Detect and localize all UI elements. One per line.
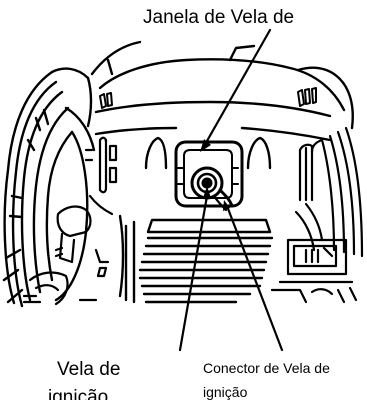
left-housing xyxy=(2,67,96,308)
leader-lines xyxy=(178,28,284,352)
left-fins xyxy=(84,136,118,216)
upper-vents xyxy=(99,87,317,109)
leader-arrowheads xyxy=(200,139,230,211)
label-spark-plug-line1: Vela de xyxy=(57,359,121,380)
label-spark-plug-line2: ignição xyxy=(48,387,109,400)
label-spark-plug-connector-line1: Conector de Vela de xyxy=(203,360,330,376)
lower-left-parts xyxy=(22,205,110,306)
arrowhead-connector xyxy=(223,200,230,211)
leader-line-window xyxy=(205,28,272,143)
label-spark-plug-connector-line2: ignição xyxy=(203,384,248,400)
right-fins xyxy=(294,126,364,258)
lower-right-parts xyxy=(270,238,358,304)
spark-plug-window xyxy=(174,140,244,212)
arch-fins xyxy=(144,136,272,170)
arrowhead-window xyxy=(200,139,211,152)
leader-line-spark-plug xyxy=(178,194,209,352)
arrowhead-spark-plug xyxy=(203,186,211,198)
upper-shroud xyxy=(90,40,354,142)
cylinder-fins xyxy=(118,214,274,304)
label-spark-plug-window: Janela de Vela de xyxy=(143,7,295,28)
leader-line-connector xyxy=(225,204,284,352)
